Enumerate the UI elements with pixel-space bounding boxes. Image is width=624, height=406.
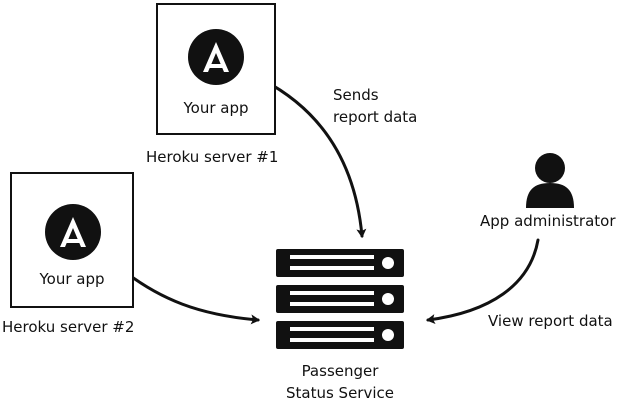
server2-caption: Heroku server #2 <box>2 318 135 336</box>
server1-caption: Heroku server #1 <box>146 148 279 166</box>
service-label-line1: Passenger <box>301 362 379 380</box>
heroku-server-2-box: Your app <box>10 172 134 308</box>
arrow1-label-line2: report data <box>333 108 418 126</box>
server-stack-icon <box>276 249 404 349</box>
server1-app-label: Your app <box>183 99 249 117</box>
server2-app-label: Your app <box>39 270 105 288</box>
arrow1-label-line1: Sends <box>333 86 379 104</box>
a-logo-icon <box>45 204 101 260</box>
heroku-server-1-box: Your app <box>156 3 276 135</box>
admin-label: App administrator <box>480 212 616 230</box>
arrow-admin-to-service <box>426 238 540 325</box>
user-icon <box>526 153 574 208</box>
a-logo-icon <box>188 29 244 85</box>
service-label-line2: Status Service <box>285 384 394 402</box>
arrow-admin-label: View report data <box>488 312 613 330</box>
arrow-server1-to-service <box>261 78 367 238</box>
arrow-server2-to-service <box>118 266 260 325</box>
